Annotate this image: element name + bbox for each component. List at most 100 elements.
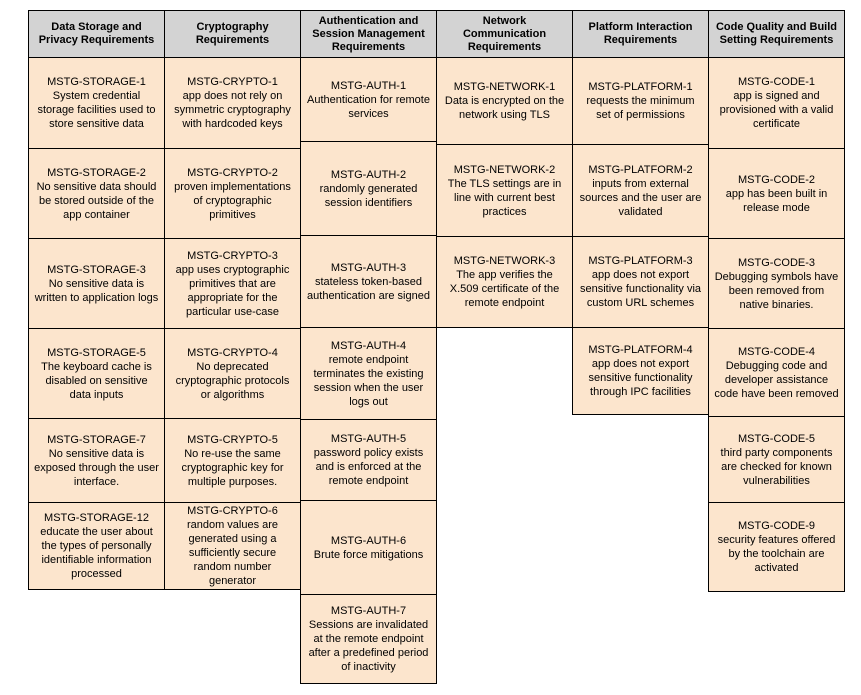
requirement-code: MSTG-CRYPTO-1 (187, 76, 278, 88)
cell-mstg-storage-2: MSTG-STORAGE-2 No sensitive data should … (28, 148, 165, 239)
requirement-desc: app uses cryptographic primitives that a… (175, 263, 290, 318)
requirement-desc: No sensitive data is exposed through the… (34, 447, 159, 488)
column-authentication: Authentication and Session Management Re… (300, 10, 437, 684)
requirement-desc: inputs from external sources and the use… (579, 177, 702, 218)
requirement-code: MSTG-AUTH-3 (330, 261, 407, 274)
cell-mstg-storage-7: MSTG-STORAGE-7 No sensitive data is expo… (28, 418, 165, 503)
cell-mstg-auth-4: MSTG-AUTH-4 remote endpoint terminates t… (300, 327, 437, 420)
requirement-desc: password policy exists and is enforced a… (313, 447, 424, 487)
cell-mstg-storage-5: MSTG-STORAGE-5 The keyboard cache is dis… (28, 328, 165, 419)
cell-mstg-crypto-5: MSTG-CRYPTO-5 No re-use the same cryptog… (164, 418, 301, 503)
requirement-desc: random values are generated using a suff… (186, 519, 279, 587)
requirement-desc: Brute force mitigations (313, 548, 424, 561)
cell-mstg-crypto-4: MSTG-CRYPTO-4 No deprecated cryptographi… (164, 328, 301, 419)
cell-mstg-platform-2: MSTG-PLATFORM-2 inputs from external sou… (572, 144, 709, 237)
column-platform: Platform Interaction Requirements MSTG-P… (572, 10, 709, 415)
requirement-desc: No re-use the same cryptographic key for… (181, 447, 284, 488)
requirement-desc: third party components are checked for k… (720, 446, 833, 487)
requirement-code: MSTG-STORAGE-3 (47, 263, 146, 276)
requirement-desc: app is signed and provisioned with a val… (719, 90, 834, 130)
requirement-code: MSTG-CODE-2 (738, 173, 815, 186)
requirement-desc: System credential storage facilities use… (37, 90, 156, 130)
column-cryptography: Cryptography Requirements MSTG-CRYPTO-1 … (164, 10, 301, 590)
cell-mstg-auth-6: MSTG-AUTH-6 Brute force mitigations (300, 500, 437, 595)
requirement-code: MSTG-STORAGE-12 (44, 512, 149, 524)
mstg-requirements-overview: Data Storage and Privacy Requirements MS… (28, 10, 845, 684)
cell-mstg-auth-2: MSTG-AUTH-2 randomly generated session i… (300, 141, 437, 236)
column-header-authentication: Authentication and Session Management Re… (300, 10, 437, 58)
requirement-desc: Debugging code and developer assistance … (714, 359, 839, 400)
requirement-code: MSTG-NETWORK-2 (453, 163, 556, 176)
requirement-desc: app does not export sensitive functional… (579, 269, 702, 309)
requirement-desc: educate the user about the types of pers… (40, 526, 153, 580)
cell-mstg-platform-1: MSTG-PLATFORM-1 requests the minimum set… (572, 57, 709, 145)
requirement-code: MSTG-STORAGE-7 (47, 433, 146, 446)
requirement-code: MSTG-AUTH-2 (330, 168, 407, 181)
requirement-desc: app does not rely on symmetric cryptogra… (174, 90, 291, 130)
requirement-desc: Debugging symbols have been removed from… (714, 270, 839, 311)
requirement-code: MSTG-CODE-9 (738, 520, 815, 532)
cell-mstg-crypto-3: MSTG-CRYPTO-3 app uses cryptographic pri… (164, 238, 301, 329)
cell-mstg-crypto-1: MSTG-CRYPTO-1 app does not rely on symme… (164, 57, 301, 149)
requirement-code: MSTG-CRYPTO-6 (187, 505, 278, 517)
requirement-code: MSTG-CRYPTO-3 (187, 249, 278, 262)
requirement-desc: The app verifies the X.509 certificate o… (449, 269, 560, 309)
requirement-code: MSTG-AUTH-5 (330, 433, 407, 445)
column-network: Network Communication Requirements MSTG-… (436, 10, 573, 328)
column-header-data-storage: Data Storage and Privacy Requirements (28, 10, 165, 58)
requirement-desc: The TLS settings are in line with curren… (447, 177, 562, 218)
requirement-desc: app does not export sensitive functional… (588, 358, 693, 398)
cell-mstg-code-9: MSTG-CODE-9 security features offered by… (708, 502, 845, 592)
requirement-desc: randomly generated session identifiers (319, 182, 418, 209)
requirement-code: MSTG-STORAGE-5 (47, 346, 146, 359)
requirement-desc: No sensitive data is written to applicat… (34, 277, 159, 304)
cell-mstg-network-3: MSTG-NETWORK-3 The app verifies the X.50… (436, 236, 573, 328)
requirement-code: MSTG-NETWORK-3 (453, 255, 556, 267)
requirement-code: MSTG-PLATFORM-1 (588, 81, 693, 93)
requirement-desc: Authentication for remote services (307, 93, 430, 120)
requirement-desc: remote endpoint terminates the existing … (313, 353, 424, 408)
requirement-desc: Sessions are invalidated at the remote e… (308, 619, 429, 673)
cell-mstg-platform-4: MSTG-PLATFORM-4 app does not export sens… (572, 327, 709, 415)
requirement-code: MSTG-AUTH-7 (330, 605, 407, 617)
requirement-desc: stateless token-based authentication are… (307, 275, 430, 302)
column-code-quality: Code Quality and Build Setting Requireme… (708, 10, 845, 592)
cell-mstg-network-2: MSTG-NETWORK-2 The TLS settings are in l… (436, 144, 573, 237)
cell-mstg-code-2: MSTG-CODE-2 app has been built in releas… (708, 148, 845, 239)
cell-mstg-auth-3: MSTG-AUTH-3 stateless token-based authen… (300, 235, 437, 328)
requirement-code: MSTG-CODE-3 (738, 256, 815, 269)
cell-mstg-code-5: MSTG-CODE-5 third party components are c… (708, 416, 845, 503)
cell-mstg-network-1: MSTG-NETWORK-1 Data is encrypted on the … (436, 57, 573, 145)
cell-mstg-platform-3: MSTG-PLATFORM-3 app does not export sens… (572, 236, 709, 328)
cell-mstg-code-4: MSTG-CODE-4 Debugging code and developer… (708, 328, 845, 417)
requirement-code: MSTG-PLATFORM-3 (588, 255, 693, 267)
requirement-code: MSTG-CRYPTO-4 (187, 346, 278, 359)
requirement-desc: No sensitive data should be stored outsi… (36, 180, 157, 221)
cell-mstg-auth-5: MSTG-AUTH-5 password policy exists and i… (300, 419, 437, 501)
cell-mstg-storage-3: MSTG-STORAGE-3 No sensitive data is writ… (28, 238, 165, 329)
requirement-code: MSTG-CRYPTO-2 (187, 166, 278, 179)
cell-mstg-crypto-6: MSTG-CRYPTO-6 random values are generate… (164, 502, 301, 590)
cell-mstg-code-3: MSTG-CODE-3 Debugging symbols have been … (708, 238, 845, 329)
requirement-code: MSTG-AUTH-4 (330, 339, 407, 352)
requirement-code: MSTG-AUTH-1 (330, 79, 407, 92)
column-header-cryptography: Cryptography Requirements (164, 10, 301, 58)
cell-mstg-storage-1: MSTG-STORAGE-1 System credential storage… (28, 57, 165, 149)
cell-mstg-auth-7: MSTG-AUTH-7 Sessions are invalidated at … (300, 594, 437, 684)
column-header-code-quality: Code Quality and Build Setting Requireme… (708, 10, 845, 58)
requirement-desc: The keyboard cache is disabled on sensit… (41, 360, 152, 401)
requirement-desc: security features offered by the toolcha… (717, 534, 836, 574)
requirement-desc: app has been built in release mode (725, 187, 828, 214)
requirement-code: MSTG-PLATFORM-4 (588, 344, 693, 356)
cell-mstg-auth-1: MSTG-AUTH-1 Authentication for remote se… (300, 57, 437, 142)
requirement-desc: Data is encrypted on the network using T… (444, 95, 565, 121)
requirement-code: MSTG-CODE-5 (738, 432, 815, 445)
requirement-code: MSTG-CRYPTO-5 (187, 433, 278, 446)
cell-mstg-crypto-2: MSTG-CRYPTO-2 proven implementations of … (164, 148, 301, 239)
requirement-code: MSTG-NETWORK-1 (453, 81, 556, 93)
cell-mstg-code-1: MSTG-CODE-1 app is signed and provisione… (708, 57, 845, 149)
column-data-storage: Data Storage and Privacy Requirements MS… (28, 10, 165, 590)
requirement-desc: No deprecated cryptographic protocols or… (175, 360, 290, 401)
requirement-code: MSTG-CODE-1 (738, 76, 815, 88)
requirement-code: MSTG-CODE-4 (738, 345, 815, 358)
